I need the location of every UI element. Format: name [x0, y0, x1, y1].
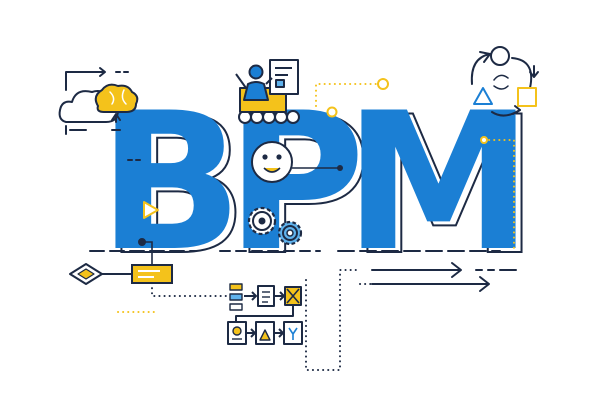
- letter-m: M: [344, 72, 533, 293]
- flow-dotted-lines: [151, 269, 373, 371]
- yellow-dotted-connectors: [117, 83, 515, 313]
- smiley-face-icon: [251, 141, 293, 183]
- bpm-word: B P M B P M: [98, 72, 540, 298]
- letter-m-outline: M: [350, 76, 539, 297]
- process-box: [131, 238, 173, 284]
- p-m-connector: [292, 165, 343, 171]
- decision-diamond-icon: [69, 263, 132, 285]
- cycle-flow-icon: [470, 46, 539, 117]
- cloud-brain-icon: [58, 67, 139, 135]
- yellow-circle-markers: [326, 78, 488, 144]
- play-icon: [143, 201, 159, 219]
- presenter-icon: [235, 59, 300, 124]
- arrow-icon: [371, 262, 517, 292]
- flowchart-icon: [227, 283, 303, 345]
- gear-icon: [247, 206, 303, 246]
